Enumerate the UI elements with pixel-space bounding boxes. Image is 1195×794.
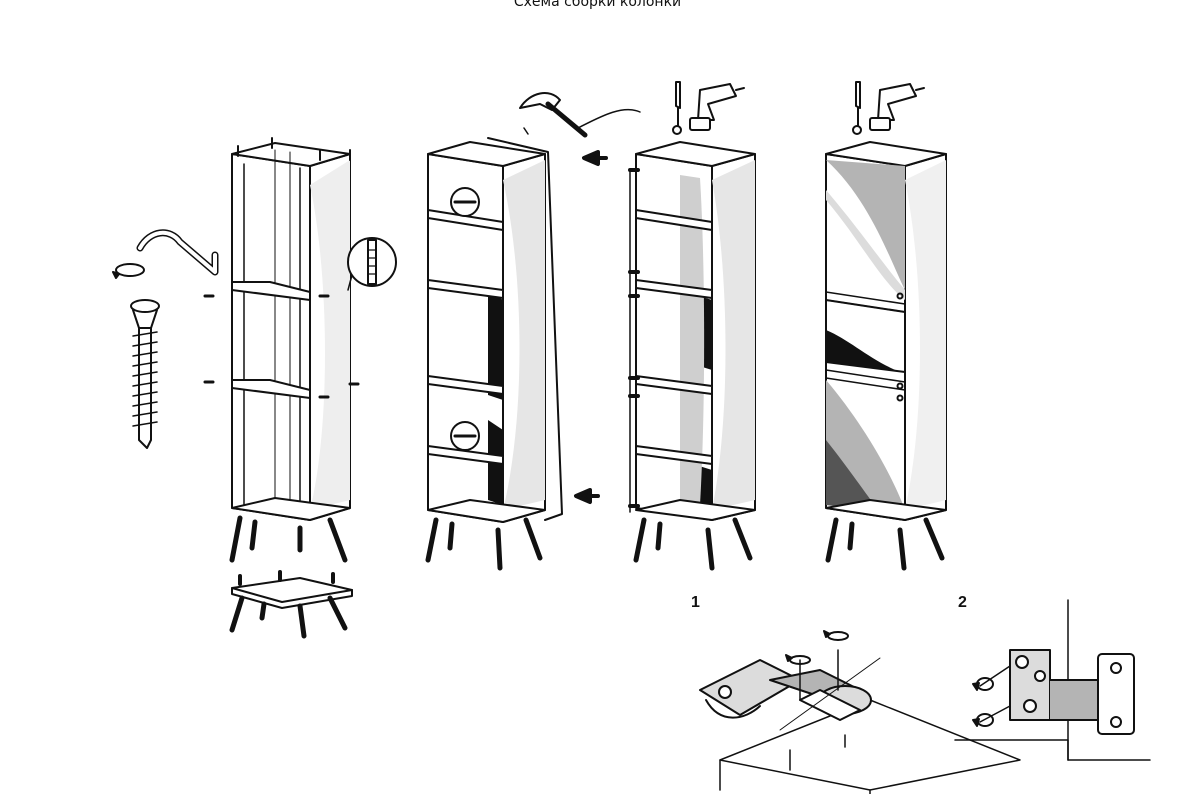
detail-label-2: 2 <box>958 594 967 611</box>
detail-label-1: 1 <box>691 594 700 611</box>
dowel-detail-icon <box>450 187 480 451</box>
hammer-icon <box>519 92 641 138</box>
cabinet-frame-step-1 <box>203 137 360 563</box>
cabinet-frame-step-2 <box>425 137 563 571</box>
page-title: Схема сборки колонки <box>513 0 682 10</box>
screw-callout-icon <box>347 237 397 291</box>
hinge-detail-2 <box>954 599 1151 761</box>
push-arrow-icon <box>574 150 608 504</box>
leg-base <box>229 570 353 639</box>
confirmat-screw-icon <box>130 299 160 449</box>
rotate-arrow-icon <box>112 263 145 279</box>
hex-key-icon <box>136 229 219 276</box>
cabinet-frame-step-3 <box>628 141 756 571</box>
hinge-detail-1 <box>699 630 1021 794</box>
screwdriver-icon <box>672 81 862 135</box>
drill-icon <box>689 83 925 131</box>
cabinet-frame-step-4 <box>825 141 947 571</box>
